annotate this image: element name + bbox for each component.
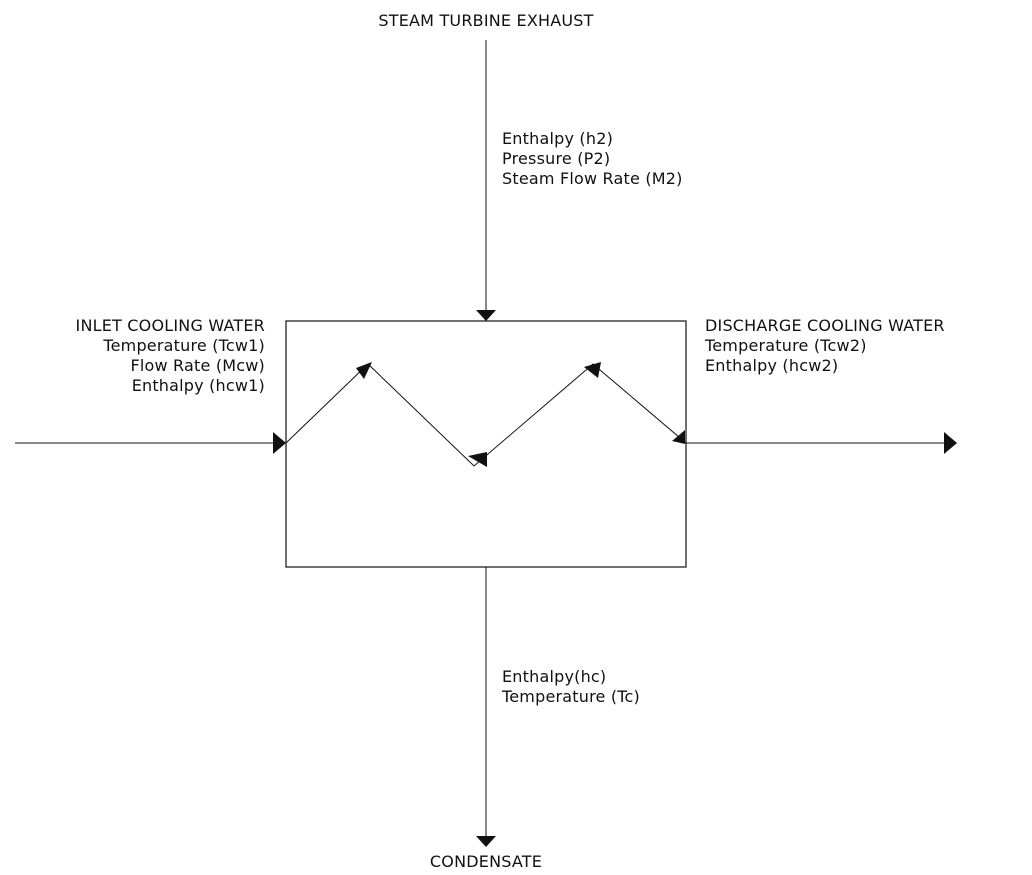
- inlet-cooling-water-block: INLET COOLING WATER Temperature (Tcw1) F…: [76, 316, 265, 396]
- discharge-cooling-water-title: DISCHARGE COOLING WATER: [705, 316, 945, 335]
- cooling-water-inlet-arrowhead: [273, 432, 286, 454]
- cooling-water-discharge-arrowhead: [944, 432, 957, 454]
- inlet-enthalpy-label: Enthalpy (hcw1): [131, 376, 265, 395]
- steam-enthalpy-label: Enthalpy (h2): [502, 129, 614, 148]
- discharge-enthalpy-label: Enthalpy (hcw2): [705, 356, 839, 375]
- cooling-coil-path: [285, 363, 687, 467]
- condensate-enthalpy-label: Enthalpy(hc): [502, 667, 607, 686]
- steam-flow-rate-label: Steam Flow Rate (M2): [502, 169, 683, 188]
- steam-properties: Enthalpy (h2) Pressure (P2) Steam Flow R…: [502, 129, 683, 189]
- inlet-cooling-water-title: INLET COOLING WATER: [75, 316, 265, 335]
- discharge-cooling-water-block: DISCHARGE COOLING WATER Temperature (Tcw…: [705, 316, 945, 376]
- coil-arrowhead-4: [672, 430, 685, 444]
- condensate-label: CONDENSATE: [429, 852, 543, 871]
- condensate-temperature-label: Temperature (Tc): [502, 687, 640, 706]
- condensate-properties: Enthalpy(hc) Temperature (Tc): [502, 667, 640, 707]
- discharge-temperature-label: Temperature (Tcw2): [705, 336, 867, 355]
- inlet-flow-rate-label: Flow Rate (Mcw): [130, 356, 265, 375]
- coil-arrowhead-3: [584, 362, 601, 378]
- condenser-box: [285, 320, 687, 568]
- steam-inlet-arrowhead: [476, 310, 496, 321]
- coil-arrowhead-2: [468, 452, 487, 467]
- coil-arrowhead-1: [356, 362, 372, 379]
- condensate-outlet-arrowhead: [476, 836, 496, 847]
- inlet-temperature-label: Temperature (Tcw1): [103, 336, 265, 355]
- steam-turbine-exhaust-label: STEAM TURBINE EXHAUST: [378, 11, 594, 30]
- steam-pressure-label: Pressure (P2): [502, 149, 611, 168]
